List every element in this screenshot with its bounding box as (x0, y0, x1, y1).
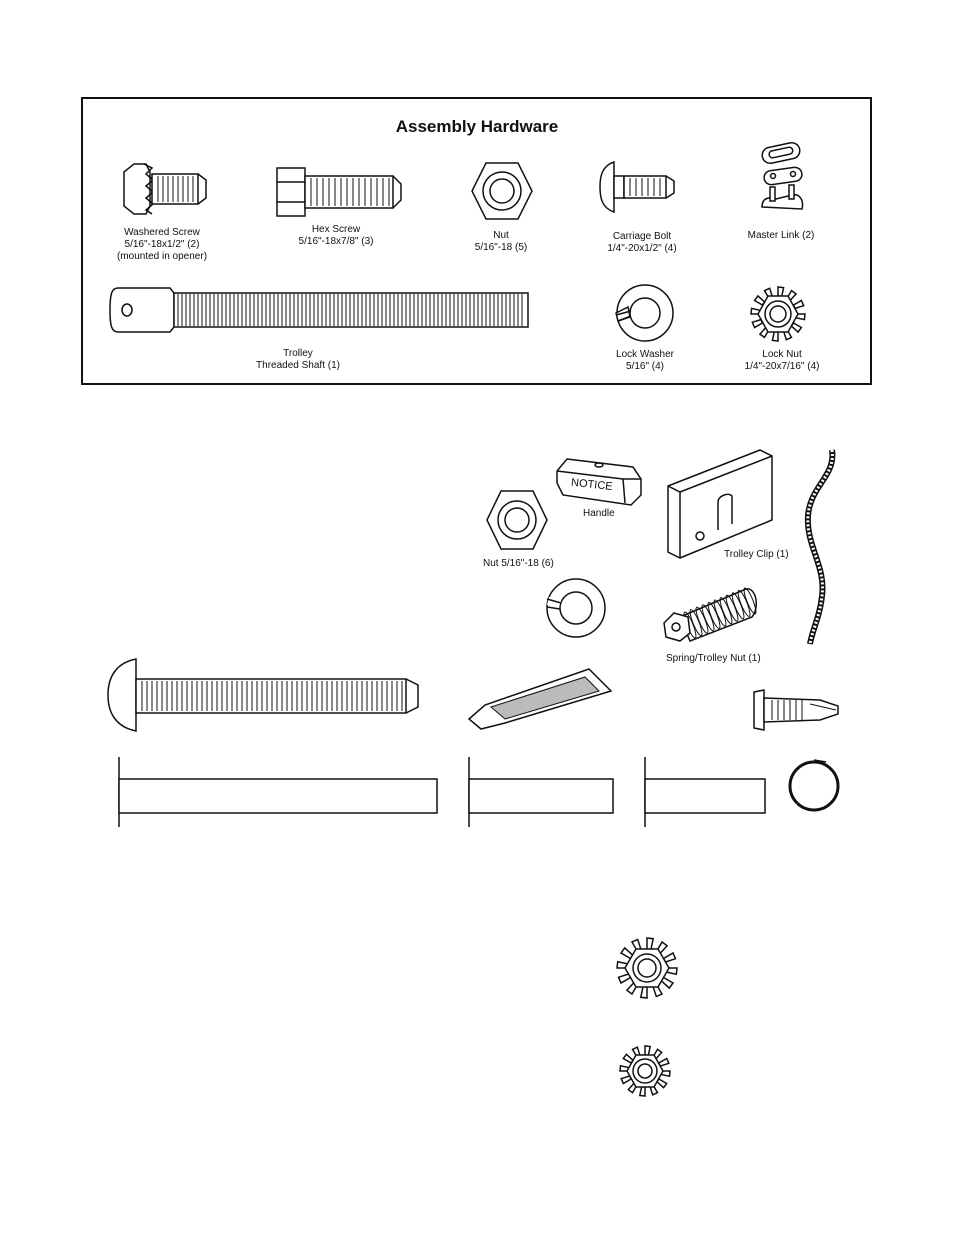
handle-label: Handle (583, 508, 615, 519)
trolley-clip-label: Trolley Clip (1) (724, 549, 789, 560)
rods-icon (118, 757, 766, 827)
lock-nut-small-icon (619, 1045, 671, 1097)
assembly-hardware-panel (81, 97, 872, 385)
carriage-bolt-icon (599, 160, 675, 214)
lock-washer-caption: Lock Washer 5/16" (4) (616, 349, 674, 372)
grease-packet-icon (467, 668, 613, 730)
spring-trolley-nut-icon (663, 587, 758, 642)
master-link-icon (761, 141, 804, 210)
trolley-clip-icon (667, 449, 773, 559)
hex-screw-caption: Hex Screw 5/16"-18x7/8" (3) (298, 224, 374, 247)
lock-nut-icon (750, 286, 806, 342)
lock-nut-caption: Lock Nut 1/4"-20x7/16" (4) (744, 349, 820, 372)
panel-title: Assembly Hardware (395, 117, 559, 136)
nut-caption: Nut 5/16"-18 (5) (474, 230, 528, 253)
nut-small-label: Nut 5/16"-18 (6) (483, 558, 554, 569)
washered-screw-icon (123, 163, 207, 215)
carriage-bolt-caption: Carriage Bolt 1/4"-20x1/2" (4) (607, 231, 677, 254)
washered-screw-caption: Washered Screw 5/16"-18x1/2" (2) (mounte… (116, 227, 208, 262)
hex-screw-icon (276, 167, 402, 217)
plastic-anchor-icon (753, 689, 839, 731)
master-link-caption: Master Link (2) (747, 230, 815, 241)
lock-washer-icon (615, 284, 674, 342)
rope-icon (804, 449, 836, 645)
handle-icon: NOTICE (556, 458, 642, 506)
trolley-threaded-shaft-icon (109, 287, 529, 333)
lock-washer-small-icon (546, 578, 606, 638)
hex-nut-icon (471, 162, 533, 220)
trolley-shaft-caption: Trolley Threaded Shaft (1) (256, 348, 340, 371)
spring-trolley-nut-label: Spring/Trolley Nut (1) (666, 653, 761, 664)
handle-notice-text: NOTICE (570, 477, 613, 493)
lock-nut-large-icon (616, 937, 678, 999)
long-carriage-bolt-icon (107, 658, 419, 732)
ring-icon (788, 759, 840, 812)
nut-small-icon (486, 490, 548, 550)
